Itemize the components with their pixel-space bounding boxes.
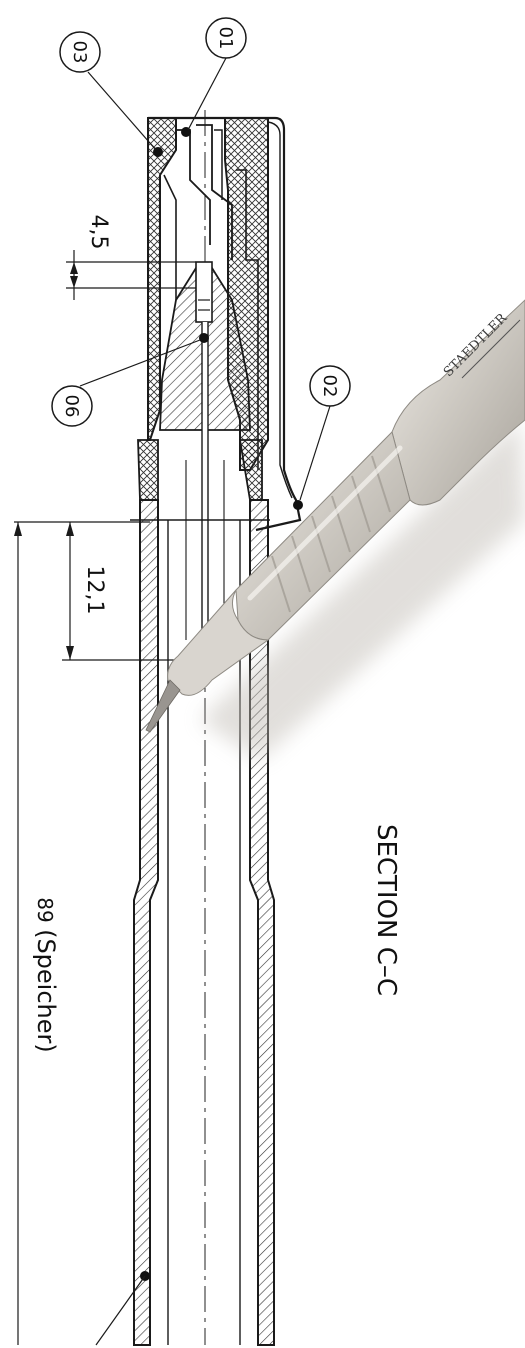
callout-label-03: 03 xyxy=(69,41,90,64)
dimension-note-speicher: (Speicher) xyxy=(32,929,60,1053)
barrel-left-wall xyxy=(133,499,159,1346)
callout-bottom-leader xyxy=(95,1275,146,1346)
dimension-label-89: 89 (Speicher) xyxy=(32,897,60,1052)
dimension-89: 89 (Speicher) xyxy=(14,522,60,1345)
fineliner-pen: STAEDTLER xyxy=(145,299,525,760)
callout-label-06: 06 xyxy=(61,395,82,418)
dimension-label-4-5: 4,5 xyxy=(86,215,111,250)
callout-03: 03 xyxy=(59,31,157,151)
pen-cone xyxy=(167,589,270,696)
callout-label-02: 02 xyxy=(319,375,340,398)
needle xyxy=(201,322,209,656)
callout-01: 01 xyxy=(187,17,247,131)
dimension-12-1: 12,1 xyxy=(14,521,200,661)
cap-outer-shell xyxy=(148,116,302,532)
dimension-label-12-1: 12,1 xyxy=(82,566,107,615)
section-title: SECTION C–C xyxy=(371,824,401,996)
marker-dot-01 xyxy=(181,127,191,137)
marker-dot-06 xyxy=(199,333,209,343)
dimension-4-5: 4,5 xyxy=(66,215,196,300)
pen-body xyxy=(391,299,525,506)
pen-tip xyxy=(145,679,181,733)
callout-02: 02 xyxy=(299,365,351,501)
dimension-value-89: 89 xyxy=(33,897,57,922)
callout-label-01: 01 xyxy=(215,27,236,50)
callout-06: 06 xyxy=(51,339,201,427)
marker-dot-02 xyxy=(293,500,303,510)
